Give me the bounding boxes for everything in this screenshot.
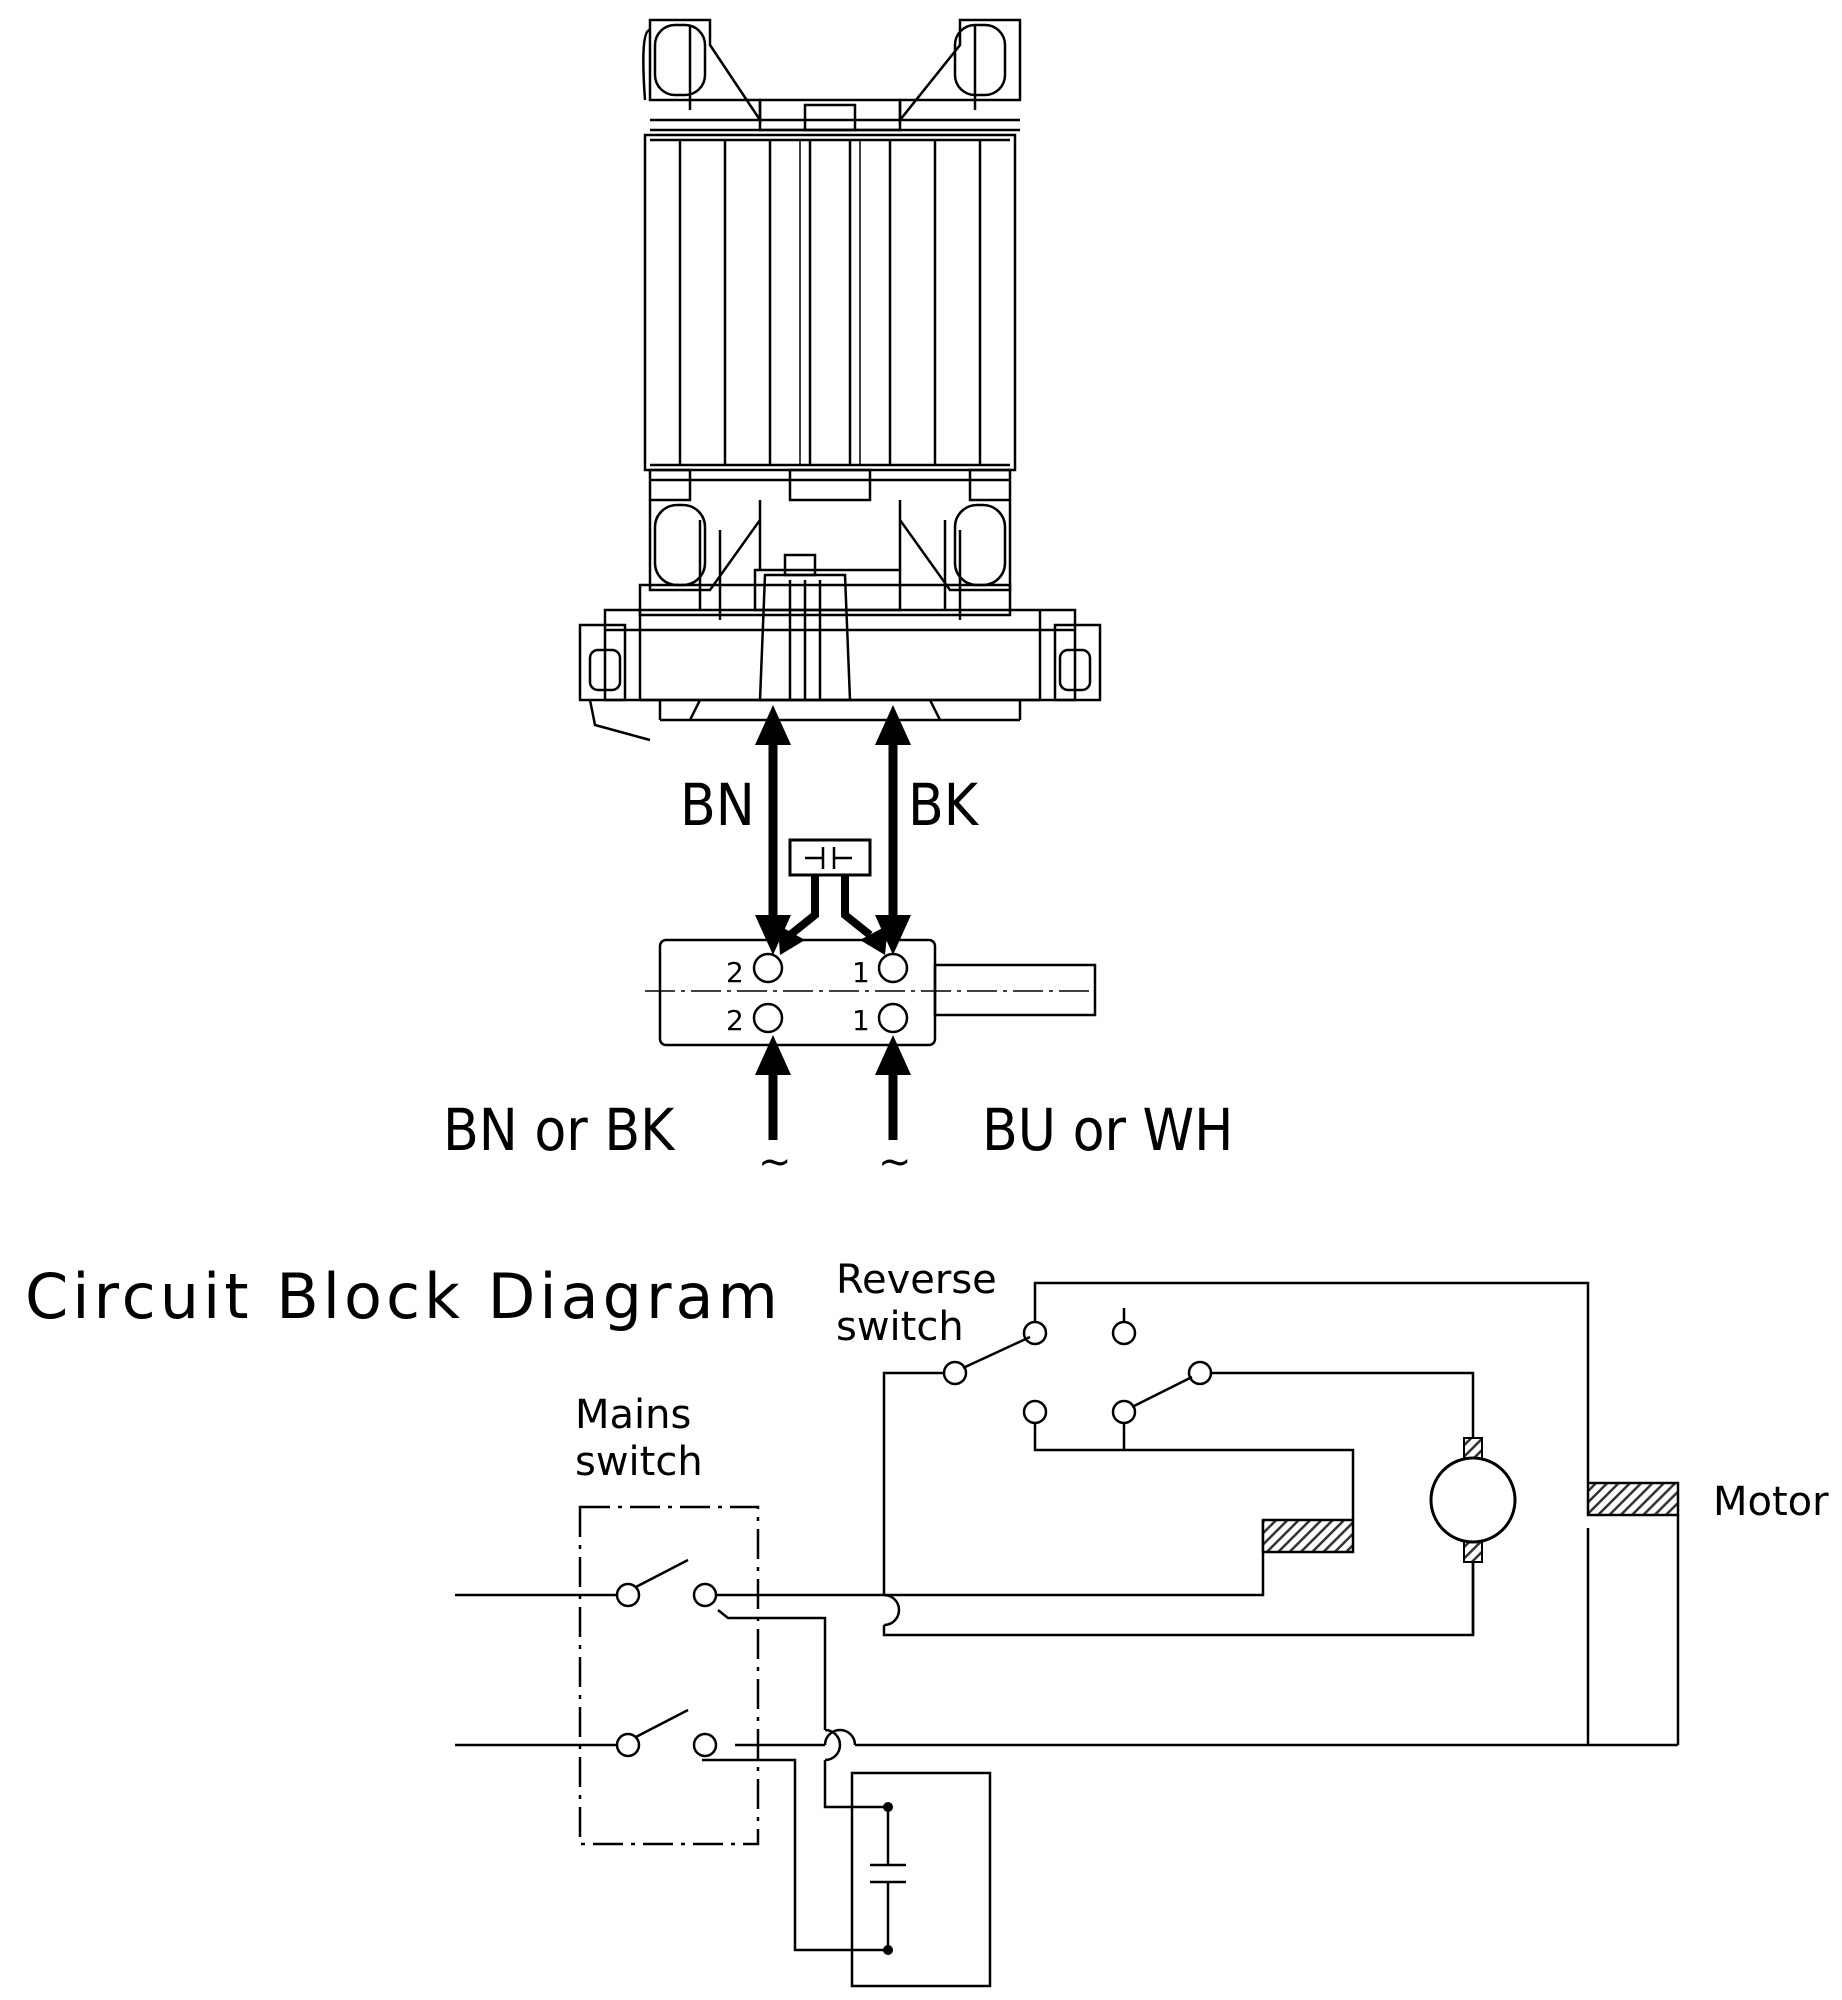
switch-block [645,938,1097,1047]
field-winding-left [1261,1518,1355,1554]
circuit-wiring [455,1281,1590,1988]
terminal-label-bottom-right: 1 [852,1004,870,1037]
terminal-label-top-left: 2 [726,956,744,989]
capacitor-icon [778,838,888,955]
ac-symbol-left: ~ [758,1139,792,1185]
supply-label-left: BN or BK [443,1096,676,1164]
ac-symbol-right: ~ [878,1139,912,1185]
mains-switch-label-line2: switch [575,1439,703,1485]
mains-switch-box [578,1505,760,1846]
motor-armature-icon [1429,1437,1517,1635]
capacitor-terminal-top [883,1802,893,1812]
reverse-switch-label-line1: Reverse [836,1257,997,1303]
motor-label: Motor [1713,1479,1829,1525]
supply-lead-right [875,1035,911,1140]
motor-lead-bn [755,705,791,955]
mains-switch-label-line1: Mains [575,1392,691,1438]
field-winding-right [1586,1481,1680,1517]
supply-lead-left [755,1035,791,1140]
reverse-switch-label-line2: switch [836,1304,964,1350]
switch-contacts [615,1320,1213,1758]
motor-drawing [578,18,1102,742]
circuit-title: Circuit Block Diagram [25,1260,782,1333]
terminal-label-bottom-left: 2 [726,1004,744,1037]
supply-label-right: BU or WH [982,1096,1233,1164]
lead-label-bk: BK [908,771,980,839]
capacitor-terminal-bottom [883,1945,893,1955]
motor-lead-bk [875,705,911,955]
lead-label-bn: BN [680,771,755,839]
terminal-label-top-right: 1 [852,956,870,989]
